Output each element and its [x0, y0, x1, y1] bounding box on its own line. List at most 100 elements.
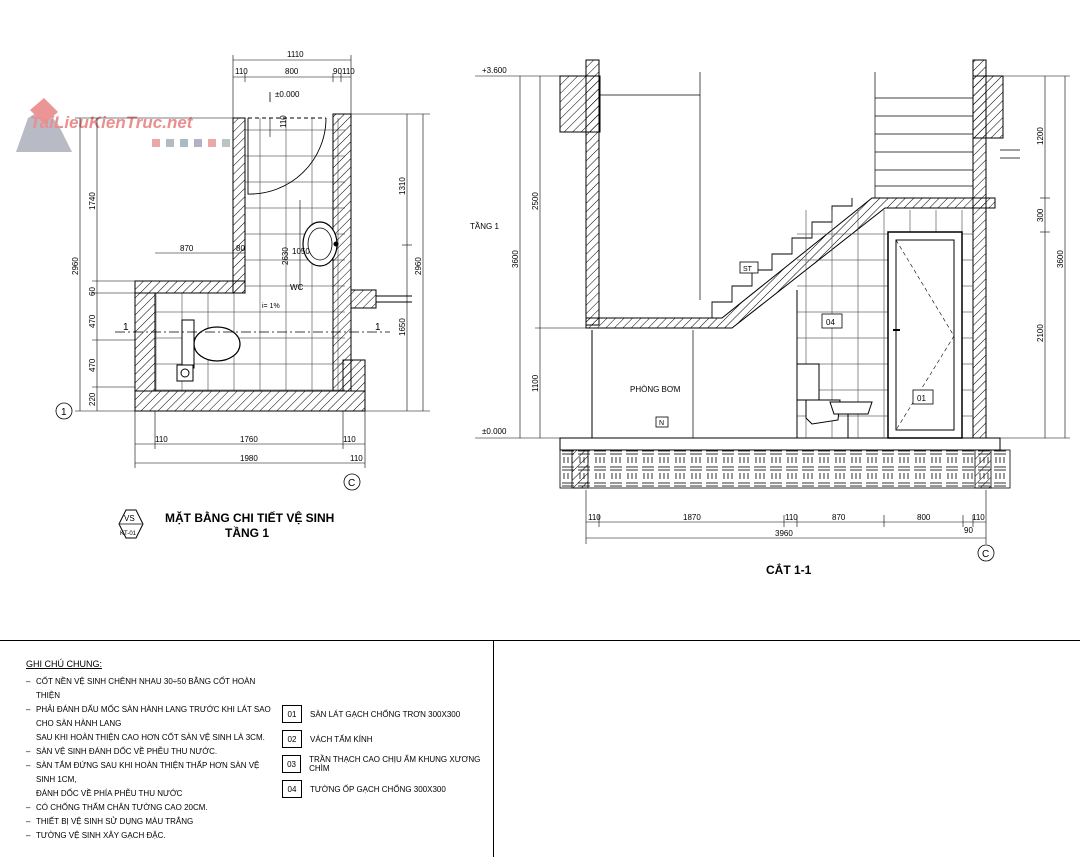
section-title: CẮT 1-1 [766, 562, 812, 577]
section-footing-right [974, 449, 992, 489]
section-level-bottom: ±0.000 [482, 427, 507, 436]
section-dim: 2100 [1036, 324, 1045, 342]
plan-wall-bottom [134, 390, 366, 412]
plan-door-swing [247, 117, 327, 195]
legend-code: 04 [282, 780, 302, 798]
plan-dim: 2630 [281, 247, 290, 265]
plan-dim: 80 [236, 244, 245, 253]
plan-dim: 1980 [240, 454, 258, 463]
floor-drain-inner [180, 368, 190, 378]
legend-text: TRẦN THẠCH CAO CHỊU ẨM KHUNG XƯƠNG CHÌM [309, 755, 481, 773]
note-item: CÓ CHỐNG THẤM CHÂN TƯỜNG CAO 20CM. [26, 801, 276, 815]
note-item: SAU KHI HOÀN THIỆN CAO HƠN CỐT SÀN VỆ SI… [36, 733, 265, 742]
section-dim: 1870 [683, 513, 701, 522]
plan-wall-mid [134, 280, 246, 294]
plan-dim: 110 [279, 115, 288, 128]
section-tag-01: 01 [917, 394, 926, 403]
section-dim: 110 [588, 513, 601, 522]
drawing-canvas: TaiLieuKienTruc.net 1 [16, 50, 1070, 577]
section-view: PHÒNG BƠM N ST 04 01 +3.600 ±0.000 TẦNG … [470, 59, 1070, 577]
section-tag-n: N [659, 420, 664, 427]
plan-dim: 1310 [398, 177, 407, 195]
plan-dim: 1110 [287, 50, 304, 59]
plan-dim: 110 [155, 435, 168, 444]
plan-dim: 220 [88, 392, 97, 406]
plan-badge-bottom: KT-01 [120, 531, 137, 537]
watermark-swatch [194, 139, 202, 147]
plan-dim: 110 [235, 67, 248, 76]
plan-tile-upper [245, 118, 345, 293]
note-item: PHẢI ĐÁNH DẤU MỐC SÀN HÀNH LANG TRƯỚC KH… [26, 703, 276, 731]
plan-dimension-lines [75, 55, 430, 468]
note-item: TƯỜNG VỆ SINH XÂY GẠCH ĐẶC. [26, 829, 276, 843]
plan-dim: 110 [350, 454, 363, 463]
notes-heading: GHI CHÚ CHUNG: [26, 659, 102, 669]
section-basin-icon [829, 401, 873, 415]
section-upper-treads [599, 72, 973, 300]
watermark-text: TaiLieuKienTruc.net [30, 113, 194, 132]
note-item: CỐT NỀN VỆ SINH CHÊNH NHAU 30÷50 BẰNG CỐ… [26, 675, 276, 703]
toilet-bowl-icon [193, 326, 241, 362]
legend-code: 01 [282, 705, 302, 723]
section-floor-label: TẦNG 1 [470, 221, 499, 231]
plan-axis-bubble [55, 402, 73, 420]
section-dim: 3960 [775, 529, 793, 538]
section-ground [559, 449, 1011, 489]
section-tag-n-box [655, 416, 669, 428]
section-tag-st: ST [743, 266, 753, 273]
section-footing-left [571, 449, 589, 489]
section-beam-right [972, 75, 1004, 139]
plan-dim: 110 [343, 435, 356, 444]
watermark: TaiLieuKienTruc.net [16, 98, 230, 152]
plan-room-label: WC [290, 283, 304, 292]
note-item: ĐÁNH DỐC VỀ PHÍA PHỄU THU NƯỚC [36, 789, 183, 798]
note-item: THIẾT BỊ VỆ SINH SỬ DỤNG MÀU TRẮNG [26, 815, 276, 829]
faucet-icon [333, 241, 339, 247]
section-toilet-tank-icon [796, 363, 820, 401]
watermark-swatch [152, 139, 160, 147]
section-stair-slab [585, 197, 996, 329]
section-tag-04-box [821, 313, 843, 329]
plan-dim: 800 [285, 67, 299, 76]
section-door-leaf [895, 239, 955, 431]
plan-dim: 1760 [240, 435, 258, 444]
plan-wall-left-upper [232, 117, 246, 294]
watermark-swatch [222, 139, 230, 147]
section-dim: 800 [917, 513, 931, 522]
watermark-swatch [166, 139, 174, 147]
plan-slope-label: i= 1% [262, 303, 280, 310]
section-dimension-lines [519, 75, 1070, 544]
plan-dim: 110 [342, 67, 355, 76]
plan-dim: 2960 [414, 257, 423, 275]
plan-axis-bubble [343, 473, 361, 491]
notes-panel: GHI CHÚ CHUNG: CỐT NỀN VỆ SINH CHÊNH NHA… [0, 640, 1080, 857]
watermark-logo-icon [16, 108, 72, 152]
washbasin-inner [307, 227, 333, 261]
section-dim: 300 [1036, 208, 1045, 222]
section-axis-c: C [982, 549, 989, 560]
plan-cut-mark-left: 1 [123, 322, 129, 333]
note-item: SÀN TẮM ĐỨNG SAU KHI HOÀN THIỆN THẤP HƠN… [26, 759, 276, 787]
section-dim: 110 [785, 513, 798, 522]
legend-code: 02 [282, 730, 302, 748]
section-axis-bubble [977, 544, 995, 562]
plan-dim: 470 [88, 358, 97, 372]
legend-row: 01 SÀN LÁT GẠCH CHỐNG TRƠN 300X300 [282, 705, 493, 723]
section-room-label: PHÒNG BƠM [630, 385, 681, 394]
plan-level: ±0.000 [275, 90, 300, 99]
section-tag-04: 04 [826, 318, 835, 327]
plan-title: MẶT BẰNG CHI TIẾT VỆ SINH [165, 510, 334, 525]
legend-text: SÀN LÁT GẠCH CHỐNG TRƠN 300X300 [310, 709, 461, 719]
plan-column [342, 359, 366, 392]
watermark-swatch [208, 139, 216, 147]
watermark-swatch [180, 139, 188, 147]
plan-dim: 90 [333, 67, 342, 76]
section-beam-left [559, 75, 601, 133]
section-dim: 2500 [531, 192, 540, 210]
section-dim: 1200 [1036, 127, 1045, 145]
section-dim: 870 [832, 513, 846, 522]
legend-text: TƯỜNG ỐP GẠCH CHỐNG 300X300 [310, 784, 446, 794]
